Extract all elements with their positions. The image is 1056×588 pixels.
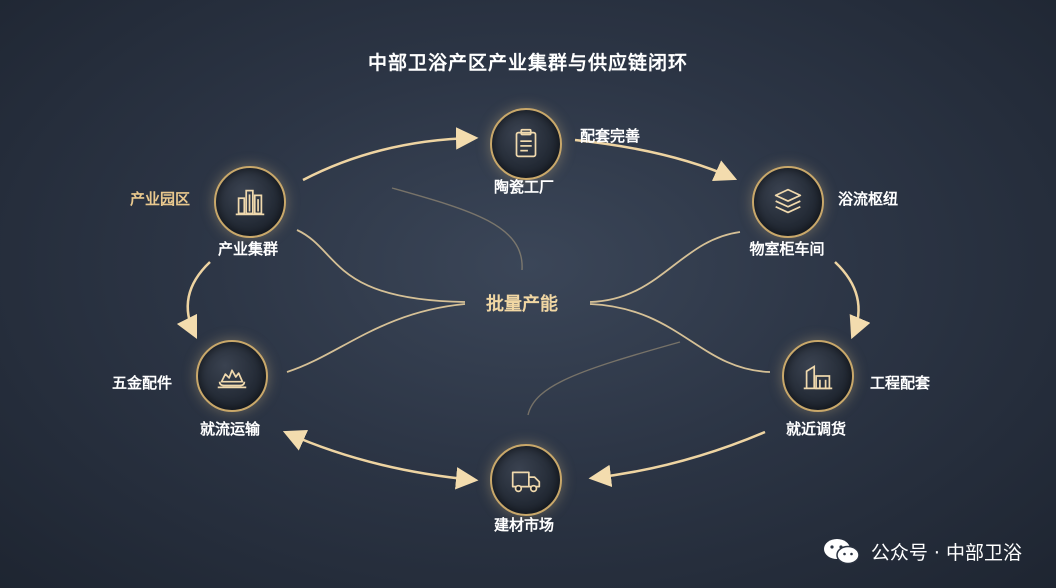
diagram-title: 中部卫浴产区产业集群与供应链闭环 [367,52,688,74]
side-label-bath-hub: 浴流枢纽 [838,190,899,208]
stack-icon [774,188,802,214]
node-industry-cluster [214,166,286,238]
node-ceramic-factory [490,108,562,180]
label-cabinet-workshop: 物室柜车间 [749,240,825,258]
footer-text: 公众号 · 中部卫浴 [870,541,1022,564]
node-building-market [490,444,562,516]
label-nearby-dispatch: 就近调货 [785,420,846,438]
side-label-complete-support: 配套完善 [580,127,641,145]
arrow-market-transport-bidirectional [282,430,479,490]
center-label-batch-capacity: 批量产能 [486,294,558,315]
label-building-market: 建材市场 [493,516,554,534]
arrow-cluster-to-factory [302,127,479,182]
parts-icon [217,369,247,389]
warehouse-icon [803,364,833,390]
flow-factory-to-center [391,187,523,271]
flow-center-to-dispatch [589,303,771,373]
side-label-engineering-support: 工程配套 [870,374,931,392]
flow-center-to-cabinet [589,231,741,303]
arrow-dispatch-to-market [588,430,766,488]
node-nearby-dispatch [782,340,854,412]
side-label-industry-park: 产业园区 [130,190,191,208]
node-local-transport [196,340,268,412]
wechat-icon [823,539,860,565]
flow-cluster-to-center [296,229,466,303]
label-local-transport: 就流运输 [199,420,260,438]
flow-center-to-market [527,341,681,416]
flow-transport-to-center [286,303,466,373]
arrow-cluster-to-transport [176,261,211,340]
arrow-cabinet-to-dispatch [834,261,871,340]
footer-watermark: 公众号 · 中部卫浴 [821,536,1022,566]
label-industry-cluster: 产业集群 [217,240,278,258]
label-ceramic-factory: 陶瓷工厂 [493,178,554,196]
arrow-factory-to-cabinet [574,138,738,181]
node-cabinet-workshop [752,166,824,238]
truck-icon [511,471,541,493]
clipboard-icon [515,128,537,158]
buildings-icon [235,189,265,216]
side-label-hardware-parts: 五金配件 [112,374,173,392]
